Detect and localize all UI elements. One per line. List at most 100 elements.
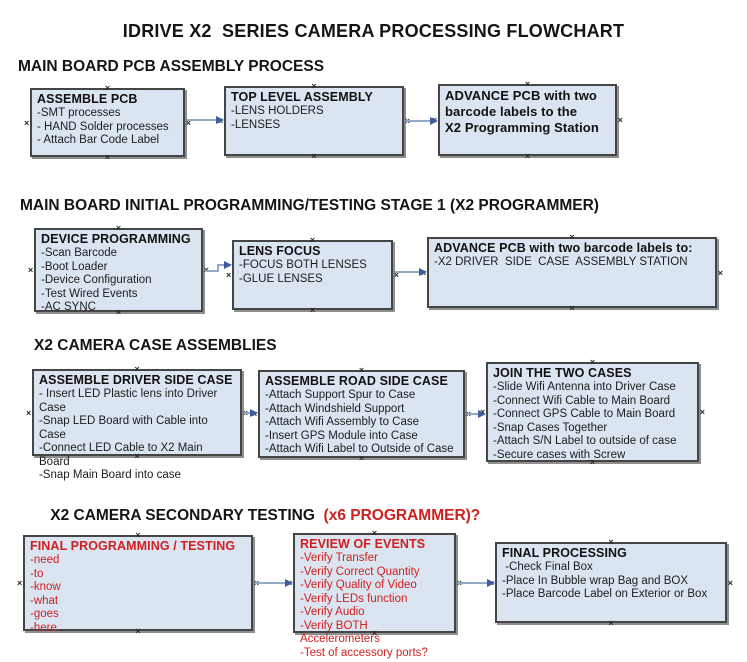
box-title: LENS FOCUS [239,244,321,258]
connection-point-icon: × [524,151,531,161]
connector-arrowhead-icon [430,117,438,125]
connector-line[interactable] [244,412,252,414]
connector-arrowhead-icon [216,116,224,124]
box-line: -Attach Support Spur to Case [265,389,416,401]
box-line: -goes [30,608,59,620]
box-line: -LENS HOLDERS [231,105,324,117]
box-title: REVIEW OF EVENTS [300,537,426,551]
box-line: -Verify Correct Quantity [300,565,420,578]
section-header-camera-case-assemblies: X2 CAMERA CASE ASSEMBLIES [34,337,277,354]
box-line: -AC SYNC [41,301,96,313]
box-line: -Scan Barcode [41,247,118,259]
box-title: ASSEMBLE ROAD SIDE CASE [265,374,448,388]
box-line: -need [30,554,60,566]
box-line: -know [30,581,61,593]
box-line: -Snap LED Board with Cable into Case [39,415,211,441]
connection-point-icon: × [524,79,531,89]
connection-point-icon: × [24,117,30,128]
box-line: -Snap Main Board into case [39,469,181,481]
box-line: -Verify BOTH Accelerometers [300,619,380,646]
connector-line[interactable] [467,413,479,415]
connection-point-icon: × [569,232,575,242]
connection-point-icon: × [104,152,111,162]
box-line: -Verify Transfer [300,552,378,564]
connector-arrowhead-icon [224,261,232,269]
flow-box-assemble-pcb[interactable]: ASSEMBLE PCB -SMT processes - HAND Solde… [24,84,191,162]
box-line: -Insert GPS Module into Case [265,429,418,442]
box-title: ASSEMBLE PCB [37,92,138,106]
flow-box-join-the-two-cases[interactable]: JOIN THE TWO CASES -Slide Wifi Antenna i… [480,358,705,467]
connector-line[interactable] [395,271,419,273]
box-line: -FOCUS BOTH LENSES [239,259,367,271]
connection-point-icon: × [115,223,122,233]
connector-line[interactable] [217,264,219,272]
box-line: -what [30,594,59,607]
connection-point-icon: × [569,303,575,313]
flow-box-assemble-road-side-case[interactable]: ASSEMBLE ROAD SIDE CASE -Attach Support … [252,366,471,463]
section-header-secondary-testing: X2 CAMERA SECONDARY TESTING (x6 PROGRAMM… [33,489,480,543]
connector-line[interactable] [406,120,430,122]
box-line: -Test Wired Events [41,287,138,300]
connection-point-icon: × [226,270,232,280]
connector-line[interactable] [217,264,225,266]
section-header-red-part: (x6 PROGRAMMER)? [319,507,481,524]
box-line: -Device Configuration [41,274,152,286]
box-title: FINAL PROCESSING [502,546,627,560]
box-line: -Connect LED Cable to X2 Main Board [39,442,206,468]
box-line: -Place In Bubble wrap Bag and BOX [502,574,689,587]
box-title: ADVANCE PCB with two barcode labels to t… [445,88,599,135]
flow-box-assemble-driver-side-case[interactable]: ASSEMBLE DRIVER SIDE CASE - Insert LED P… [26,365,248,482]
connection-point-icon: × [311,151,317,161]
box-line: -X2 DRIVER SIDE CASE ASSEMBLY STATION [434,256,688,268]
flow-box-review-of-events[interactable]: REVIEW OF EVENTS -Verify Transfer -Verif… [287,529,462,659]
flow-box-top-level-assembly[interactable]: TOP LEVEL ASSEMBLY -LENS HOLDERS -LENSES… [218,82,410,161]
box-line: -LENSES [231,118,281,131]
page-title: IDRIVE X2 SERIES CAMERA PROCESSING FLOWC… [122,21,625,41]
box-line: -Boot Loader [41,260,108,273]
flow-box-final-programming-testing[interactable]: FINAL PROGRAMMING / TESTING -need -to -k… [17,531,259,636]
box-title: JOIN THE TWO CASES [493,366,632,380]
connector-line[interactable] [255,582,286,584]
box-line: -Connect Wifi Cable to Main Board [493,394,671,407]
connector-line[interactable] [187,119,216,121]
section-header-main-board-pcb-assembly: MAIN BOARD PCB ASSEMBLY PROCESS [18,58,325,75]
flow-box-advance-pcb-to-programming-station[interactable]: ADVANCE PCB with two barcode labels to t… [432,80,623,161]
box-line: -Connect GPS Cable to Main Board [493,408,676,420]
box-line: - Attach Bar Code Label [37,134,160,146]
connection-point-icon: × [608,618,614,628]
box-line: -Attach Wifi Label to Outside of Case [265,443,454,455]
connection-point-icon: × [104,83,111,93]
box-line: -Secure cases with Screw [493,448,626,461]
connection-point-icon: × [699,407,705,417]
flow-box-lens-focus[interactable]: LENS FOCUS -FOCUS BOTH LENSES -GLUE LENS… [226,236,399,315]
flow-box-advance-pcb-to-driver-side-station[interactable]: ADVANCE PCB with two barcode labels to: … [421,233,723,313]
connector-arrowhead-icon [487,579,495,587]
connection-point-icon: × [608,537,614,547]
box-title: ADVANCE PCB with two barcode labels to: [434,241,693,255]
connector-line[interactable] [205,270,219,272]
box-line: -Attach Windshield Support [265,402,405,415]
box-title: FINAL PROGRAMMING / TESTING [30,539,236,553]
connection-point-icon: × [727,577,733,588]
box-line: -Place Barcode Label on Exterior or Box [502,588,708,600]
connector-arrowhead-icon [419,268,427,276]
connector-arrowhead-icon [478,410,486,418]
box-line: -Check Final Box [502,561,593,573]
box-line: -SMT processes [37,107,121,119]
box-line: -GLUE LENSES [239,272,323,285]
flow-box-device-programming[interactable]: DEVICE PROGRAMMING -Scan Barcode -Boot L… [28,224,209,317]
box-line: -Snap Cases Together [493,421,608,434]
connection-point-icon: × [28,265,34,275]
connection-point-icon: × [26,407,32,418]
box-line: -Verify Quality of Video [300,579,417,591]
connector-line[interactable] [458,582,488,584]
connection-point-icon: × [358,365,365,375]
box-line: -Slide Wifi Antenna into Driver Case [493,381,676,393]
connector-arrowhead-icon [285,579,293,587]
box-line: -Attach Wifi Assembly to Case [265,416,420,428]
box-line: -Verify LEDs function [300,592,408,605]
box-title: ASSEMBLE DRIVER SIDE CASE [39,373,233,387]
flow-box-final-processing[interactable]: FINAL PROCESSING -Check Final Box -Place… [489,538,733,628]
box-title: TOP LEVEL ASSEMBLY [231,90,373,104]
